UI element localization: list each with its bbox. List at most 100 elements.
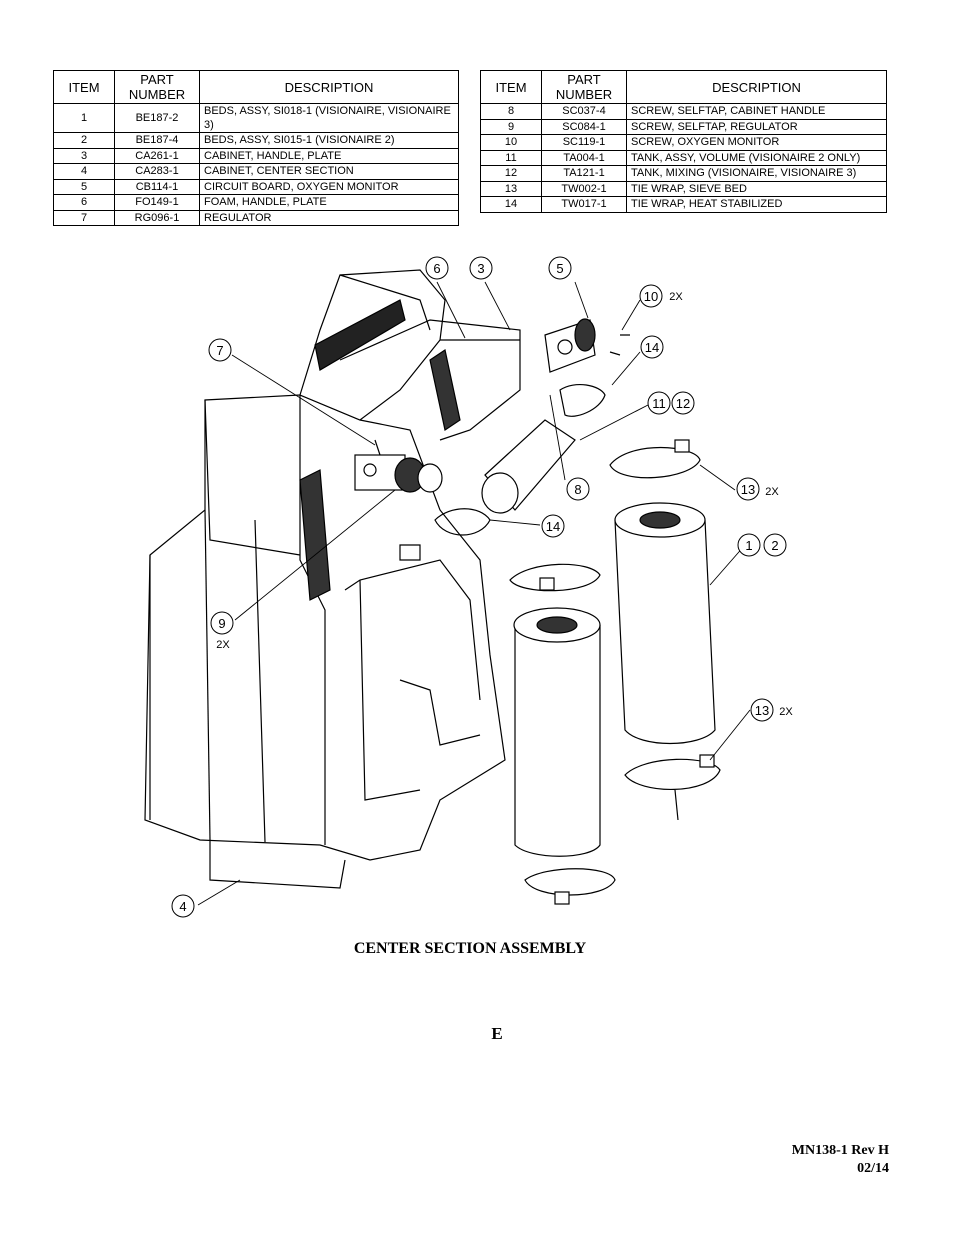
- description-cell: CIRCUIT BOARD, OXYGEN MONITOR: [199, 178, 459, 195]
- callout-5: 5: [548, 256, 572, 280]
- part-number-cell: BE187-4: [114, 132, 200, 149]
- oxygen-monitor-board: [544, 318, 630, 373]
- svg-text:3: 3: [477, 261, 484, 276]
- item-cell: 4: [53, 163, 115, 180]
- sieve-bed-right: [609, 439, 721, 821]
- item-cell: 12: [480, 165, 542, 182]
- part-number-cell: TA004-1: [541, 149, 627, 166]
- svg-text:5: 5: [556, 261, 563, 276]
- callout-9: 9 2X: [210, 611, 234, 651]
- callout-14-top: 14: [640, 335, 664, 359]
- item-cell: 5: [53, 178, 115, 195]
- part-number-cell: CA283-1: [114, 163, 200, 180]
- svg-text:12: 12: [676, 396, 690, 411]
- qty-label: 2X: [779, 706, 793, 718]
- qty-label: 2X: [216, 639, 230, 651]
- svg-text:13: 13: [741, 482, 755, 497]
- callout-10: 10 2X: [639, 284, 683, 308]
- svg-text:9: 9: [218, 616, 225, 631]
- description-cell: BEDS, ASSY, SI018-1 (VISIONAIRE, VISIONA…: [199, 103, 459, 133]
- regulator-part: [354, 439, 443, 493]
- cabinet-handle-plate: [299, 269, 521, 441]
- callout-8: 8: [566, 477, 590, 501]
- svg-text:14: 14: [645, 340, 659, 355]
- item-cell: 14: [480, 196, 542, 213]
- description-cell: CABINET, HANDLE, PLATE: [199, 147, 459, 164]
- svg-text:2: 2: [771, 538, 778, 553]
- callout-7: 7: [208, 338, 232, 362]
- part-number-cell: TA121-1: [541, 165, 627, 182]
- item-cell: 13: [480, 180, 542, 197]
- callout-12: 12: [671, 391, 695, 415]
- description-cell: TANK, MIXING (VISIONAIRE, VISIONAIRE 3): [626, 165, 887, 182]
- callout-13-bottom: 13 2X: [750, 698, 793, 722]
- description-cell: TIE WRAP, SIEVE BED: [626, 180, 887, 197]
- svg-text:7: 7: [216, 343, 223, 358]
- callout-3: 3: [469, 256, 493, 280]
- callout-4: 4: [171, 894, 195, 918]
- part-number-cell: BE187-2: [114, 103, 200, 133]
- header-item: ITEM: [53, 70, 115, 104]
- figure-caption: CENTER SECTION ASSEMBLY: [353, 940, 587, 957]
- header-item: ITEM: [480, 70, 542, 104]
- qty-label: 2X: [669, 291, 683, 303]
- svg-text:1: 1: [745, 538, 752, 553]
- callouts: 6 3 5 10 2X 14 11 12 7 8 13 2X 14 1 2 9 …: [171, 256, 793, 918]
- description-cell: SCREW, OXYGEN MONITOR: [626, 134, 887, 151]
- part-number-cell: RG096-1: [114, 209, 200, 226]
- header-description: DESCRIPTION: [199, 70, 459, 104]
- part-number-cell: SC119-1: [541, 134, 627, 151]
- item-cell: 1: [53, 103, 115, 133]
- part-number-cell: SC037-4: [541, 103, 627, 120]
- header-part-number: PART NUMBER: [114, 70, 200, 104]
- document-number: MN138-1 Rev H: [791, 1143, 889, 1158]
- part-number-cell: SC084-1: [541, 118, 627, 135]
- sieve-bed-left: [509, 563, 616, 905]
- item-cell: 3: [53, 147, 115, 164]
- exploded-assembly-drawing: 6 3 5 10 2X 14 11 12 7 8 13 2X 14 1 2 9 …: [144, 256, 793, 918]
- leader-lines: [197, 281, 751, 906]
- description-cell: CABINET, CENTER SECTION: [199, 163, 459, 180]
- cabinet-center-section: [144, 394, 506, 889]
- item-cell: 8: [480, 103, 542, 120]
- page-footer: MN138-1 Rev H 02/14: [792, 1142, 889, 1178]
- callout-14-mid: 14: [541, 514, 565, 538]
- part-number-cell: CB114-1: [114, 178, 200, 195]
- item-cell: 2: [53, 132, 115, 149]
- svg-text:10: 10: [644, 289, 658, 304]
- item-cell: 11: [480, 149, 542, 166]
- callout-13-top: 13 2X: [736, 477, 779, 501]
- item-cell: 7: [53, 209, 115, 226]
- part-number-cell: TW002-1: [541, 180, 627, 197]
- svg-text:11: 11: [652, 396, 666, 411]
- svg-text:8: 8: [574, 482, 581, 497]
- qty-label: 2X: [765, 486, 779, 498]
- svg-text:13: 13: [755, 703, 769, 718]
- description-cell: TANK, ASSY, VOLUME (VISIONAIRE 2 ONLY): [626, 149, 887, 166]
- callout-11: 11: [647, 391, 671, 415]
- callout-1: 1: [737, 533, 761, 557]
- svg-text:4: 4: [179, 899, 186, 914]
- svg-text:14: 14: [546, 519, 560, 534]
- callout-6: 6: [425, 256, 449, 280]
- description-cell: SCREW, SELFTAP, REGULATOR: [626, 118, 887, 135]
- svg-text:6: 6: [433, 261, 440, 276]
- revision-date: 02/14: [857, 1161, 889, 1176]
- item-cell: 9: [480, 118, 542, 135]
- mixing-tank: [434, 383, 606, 536]
- part-number-cell: TW017-1: [541, 196, 627, 213]
